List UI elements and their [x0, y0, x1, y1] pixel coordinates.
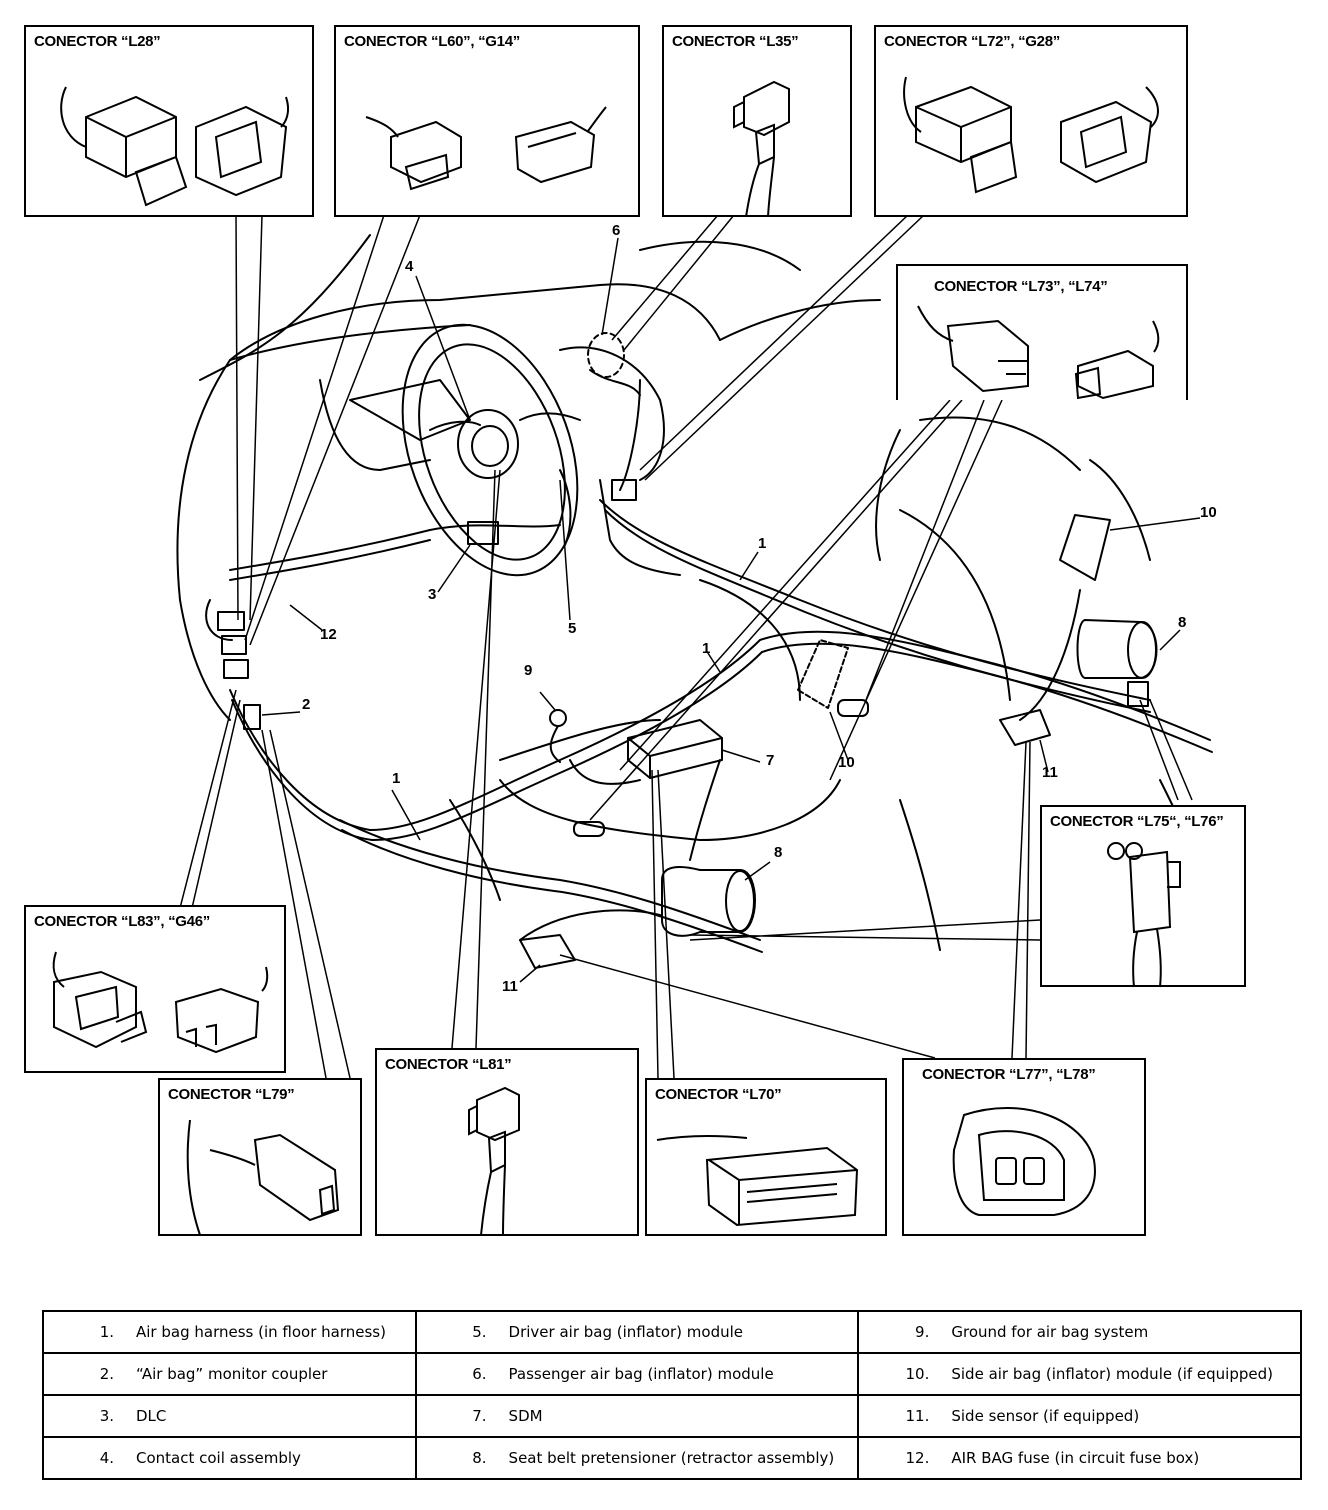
leader-l28 — [235, 214, 263, 621]
connector-title-l60-g14: CONECTOR “L60”, “G14” — [344, 33, 520, 50]
connector-l70-drawing — [656, 1134, 859, 1227]
legend-item-3: 3.DLC — [42, 1394, 417, 1438]
legend-item-1: 1.Air bag harness (in floor harness) — [42, 1310, 417, 1354]
callout-8-lower: 8 — [774, 844, 783, 861]
legend-row: 3.DLC 7.SDM 11.Side sensor (if equipped) — [42, 1394, 1302, 1438]
callout-8-right: 8 — [1178, 614, 1187, 631]
steering-wheel — [401, 323, 579, 577]
callout-10-right: 10 — [1200, 504, 1217, 521]
connector-l83-drawing — [52, 951, 269, 1054]
connector-box-l73-l74: CONECTOR “L73”, “L74” — [896, 264, 1188, 400]
connector-l73-drawing — [917, 305, 1160, 400]
legend-table: 1.Air bag harness (in floor harness) 5.D… — [42, 1310, 1302, 1480]
connector-title-l28: CONECTOR “L28” — [34, 33, 161, 50]
leader-l75 — [689, 699, 1193, 941]
airbag-system-diagram — [176, 214, 1213, 1079]
connector-l60-drawing — [365, 106, 607, 191]
connector-l77-drawing — [952, 1107, 1096, 1216]
connector-box-l81: CONECTOR “L81” — [375, 1048, 639, 1236]
leader-l35 — [611, 214, 735, 351]
connector-title-l72-g28: CONECTOR “L72”, “G28” — [884, 33, 1060, 50]
connector-l81-drawing — [468, 1086, 520, 1236]
callout-3: 3 — [428, 586, 437, 603]
legend-item-12: 12.AIR BAG fuse (in circuit fuse box) — [857, 1436, 1302, 1480]
connector-box-l75-l76: CONECTOR “L75“, “L76” — [1040, 805, 1246, 988]
legend-item-5: 5.Driver air bag (inflator) module — [414, 1310, 860, 1354]
callout-2: 2 — [302, 696, 311, 713]
connector-l79-drawing — [186, 1119, 340, 1236]
leader-l70 — [651, 769, 675, 1079]
connector-title-l79: CONECTOR “L79” — [168, 1086, 295, 1103]
connector-title-l75-l76: CONECTOR “L75“, “L76” — [1050, 813, 1224, 830]
callout-4: 4 — [405, 258, 414, 275]
callout-1-center: 1 — [702, 640, 711, 657]
side-airbag-part — [1059, 514, 1111, 581]
legend-item-4: 4.Contact coil assembly — [42, 1436, 417, 1480]
callout-11-right: 11 — [1042, 764, 1058, 781]
connector-box-l60-g14: CONECTOR “L60”, “G14” — [334, 25, 640, 217]
legend-item-6: 6.Passenger air bag (inflator) module — [414, 1352, 860, 1396]
legend-row: 2.“Air bag” monitor coupler 6.Passenger … — [42, 1352, 1302, 1396]
leader-l77 — [559, 741, 1031, 1059]
dlc-part — [467, 521, 499, 545]
callout-6: 6 — [612, 222, 621, 239]
leader-l60 — [244, 214, 421, 646]
legend-row: 4.Contact coil assembly 8.Seat belt pret… — [42, 1436, 1302, 1480]
connector-box-l72-g28: CONECTOR “L72”, “G28” — [874, 25, 1188, 217]
legend-item-7: 7.SDM — [414, 1394, 860, 1438]
leader-l73 — [589, 399, 1003, 821]
pretensioner-part — [661, 866, 756, 937]
callout-5: 5 — [568, 620, 577, 637]
callout-7: 7 — [766, 752, 775, 769]
connector-title-l83-g46: CONECTOR “L83”, “G46” — [34, 913, 210, 930]
legend-item-11: 11.Side sensor (if equipped) — [857, 1394, 1302, 1438]
connector-title-l70: CONECTOR “L70” — [655, 1086, 782, 1103]
callout-1-lower-left: 1 — [392, 770, 401, 787]
connector-title-l77-l78: CONECTOR “L77”, “L78” — [922, 1066, 1096, 1083]
contact-coil — [457, 409, 519, 479]
legend-item-8: 8.Seat belt pretensioner (retractor asse… — [414, 1436, 860, 1480]
leader-l81 — [451, 469, 501, 1049]
connector-box-l77-l78: CONECTOR “L77”, “L78” — [902, 1058, 1146, 1236]
callout-12: 12 — [320, 626, 337, 643]
callout-10-center: 10 — [838, 754, 855, 771]
side-sensor-part — [999, 709, 1051, 746]
ground-part — [549, 709, 567, 727]
leader-l79 — [261, 729, 351, 1079]
callout-11-lower: 11 — [502, 978, 518, 995]
callout-9: 9 — [524, 662, 533, 679]
dashboard-outline — [176, 283, 721, 601]
legend-item-9: 9.Ground for air bag system — [857, 1310, 1302, 1354]
legend-item-10: 10.Side air bag (inflator) module (if eq… — [857, 1352, 1302, 1396]
callout-1-right: 1 — [758, 535, 767, 552]
passenger-airbag-part — [587, 332, 625, 378]
connector-box-l35: CONECTOR “L35” — [662, 25, 852, 218]
leader-l72 — [639, 214, 925, 481]
leader-l83 — [179, 689, 241, 909]
connector-box-l70: CONECTOR “L70” — [645, 1078, 887, 1236]
connector-l75-drawing — [1107, 842, 1181, 988]
connector-l28-drawing — [60, 86, 290, 207]
connector-l35-drawing — [733, 80, 790, 218]
legend-item-2: 2.“Air bag” monitor coupler — [42, 1352, 417, 1396]
floor-harness — [229, 630, 1211, 831]
connector-l72-drawing — [903, 76, 1159, 194]
connector-box-l79: CONECTOR “L79” — [158, 1078, 362, 1236]
connector-title-l81: CONECTOR “L81” — [385, 1056, 512, 1073]
legend-row: 1.Air bag harness (in floor harness) 5.D… — [42, 1310, 1302, 1354]
connector-title-l35: CONECTOR “L35” — [672, 33, 799, 50]
connector-box-l28: CONECTOR “L28” — [24, 25, 314, 217]
connector-box-l83-g46: CONECTOR “L83”, “G46” — [24, 905, 286, 1073]
connector-title-l73-l74: CONECTOR “L73”, “L74” — [934, 278, 1108, 295]
